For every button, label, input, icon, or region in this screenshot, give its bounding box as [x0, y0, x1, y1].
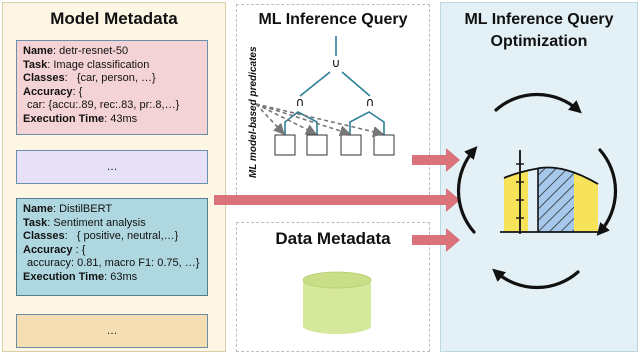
exec-time-label: Execution Time [23, 112, 105, 125]
area-yellow-right [574, 172, 598, 232]
cycle-arrow-right [596, 148, 618, 236]
name-label: Name [23, 203, 53, 215]
data-metadata-title: Data Metadata [275, 229, 391, 248]
task-label: Task [23, 58, 48, 71]
predicate-leaf [373, 134, 395, 156]
model-card-ellipsis-2: … [16, 314, 208, 348]
tree-edges-right [349, 111, 385, 135]
name-value: : DistilBERT [52, 203, 113, 215]
tree-edge [341, 71, 371, 97]
ml-inference-query-panel: ML Inference Query [236, 4, 430, 200]
arrow-query-to-opt [412, 148, 460, 172]
distribution-curve [503, 166, 599, 185]
database-cylinder-icon [302, 271, 372, 334]
area-yellow-left [504, 171, 528, 232]
model-card-distilbert: Name: DistilBERT Task: Sentiment analysi… [16, 198, 208, 296]
optimization-title-line2: Optimization [490, 33, 588, 50]
optimization-cycle-icon [456, 92, 618, 290]
predicate-leaf [340, 134, 362, 156]
exec-time-value: : 63ms [104, 270, 138, 283]
model-card-ellipsis: … [16, 150, 208, 184]
tree-edge [299, 71, 331, 97]
task-value: : Sentiment analysis [47, 216, 146, 229]
accuracy-value: : { [72, 85, 83, 98]
classes-label: Classes [23, 230, 65, 243]
query-tree: ∪ ∩ ∩ [274, 36, 395, 156]
arrow-model-to-opt [214, 188, 460, 212]
predicate-arrows [255, 103, 385, 138]
predicate-arrow [255, 103, 385, 138]
union-symbol: ∪ [332, 56, 341, 70]
optimization-title-line1: ML Inference Query [464, 11, 614, 28]
cycle-arrow-left [456, 146, 478, 234]
predicates-label: ML model-based predicates [248, 46, 259, 178]
ml-inference-query-title: ML Inference Query [258, 11, 408, 28]
predicate-leaf [306, 134, 328, 156]
cycle-arrow-top [494, 92, 582, 114]
arrow-data-to-opt [412, 228, 460, 252]
intersect-symbol-left: ∩ [296, 95, 305, 109]
accuracy-detail: accuracy: 0.81, macro F1: 0.75, …} [27, 257, 200, 270]
optimization-title: ML Inference Query Optimization [441, 9, 637, 53]
classes-label: Classes [23, 72, 65, 85]
model-card-detr: Name: detr-resnet-50 Task: Image classif… [16, 40, 208, 135]
cylinder-top [302, 271, 372, 289]
name-label: Name [23, 45, 53, 57]
task-label: Task [23, 216, 48, 229]
cycle-arrow-bottom [492, 268, 580, 290]
name-value: : detr-resnet-50 [52, 45, 129, 57]
area-hatched-blue [538, 167, 574, 232]
intersect-symbol-right: ∩ [366, 95, 375, 109]
exec-time-label: Execution Time [23, 270, 105, 283]
classes-value: : {car, person, …} [64, 72, 156, 85]
predicate-arrow [255, 103, 318, 135]
cylinder-body [303, 280, 371, 334]
flow-arrows [214, 148, 460, 252]
accuracy-label: Accuracy [23, 243, 73, 256]
accuracy-value: : { [72, 243, 86, 256]
accuracy-label: Accuracy [23, 85, 73, 98]
task-value: : Image classification [47, 58, 150, 71]
predicate-leaf [274, 134, 296, 156]
optimization-panel: ML Inference Query Optimization [440, 2, 638, 352]
exec-time-value: : 43ms [104, 112, 138, 125]
model-metadata-title: Model Metadata [50, 9, 178, 28]
classes-value: : { positive, neutral,…} [64, 230, 179, 243]
predicate-arrow [255, 103, 352, 137]
accuracy-detail: car: {accu:.89, rec:.83, pr:.8,…} [27, 99, 180, 112]
